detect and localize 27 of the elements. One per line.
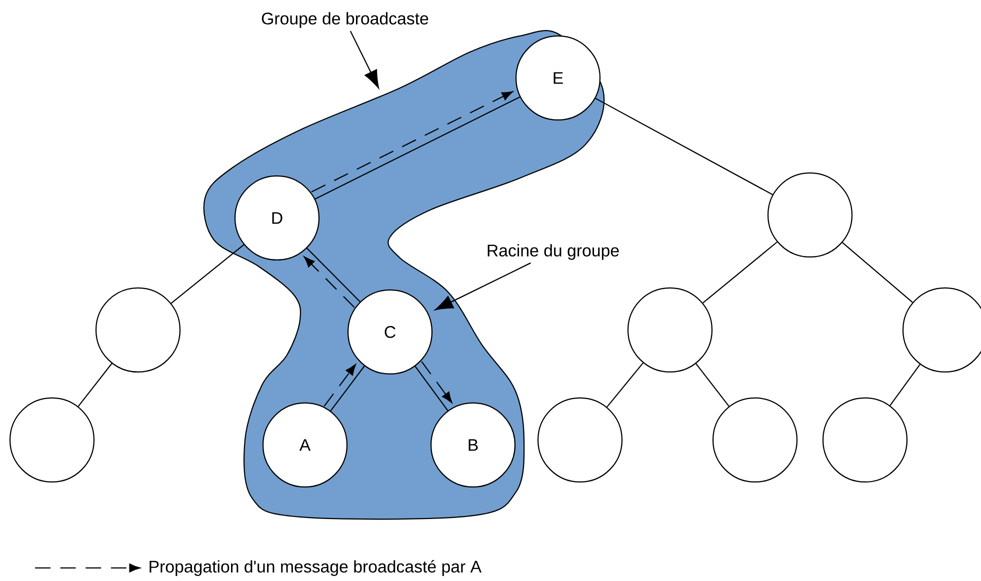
tree-node-circle [712,397,798,483]
tree-link [330,366,365,412]
legend-text: Propagation d'un message broadcasté par A [150,560,482,576]
tree-link [306,248,360,302]
tree-node-circle [767,172,853,258]
leader-arrow [434,262,531,310]
tree-link [314,96,520,200]
leader-arrow [350,30,380,88]
message-arrow [421,361,452,403]
message-arrow [324,364,356,406]
message-arrow [304,256,355,308]
tree-node-circle [95,287,181,373]
tree-link [78,363,112,407]
tree-node-circle [537,397,623,483]
annotation-text: Racine du groupe [488,244,619,260]
tree-link [595,98,773,196]
tree-link [606,362,644,408]
tree-link [702,242,778,304]
tree-link [890,364,920,406]
tree-node-circle [627,287,713,373]
message-arrow [311,91,513,192]
tree-node-circle [9,397,95,483]
annotation-text: Groupe de broadcaste [262,12,428,28]
tree-link [696,363,730,407]
tree-link [414,366,448,412]
tree-node-circle [822,397,908,483]
tree-link [842,242,913,303]
